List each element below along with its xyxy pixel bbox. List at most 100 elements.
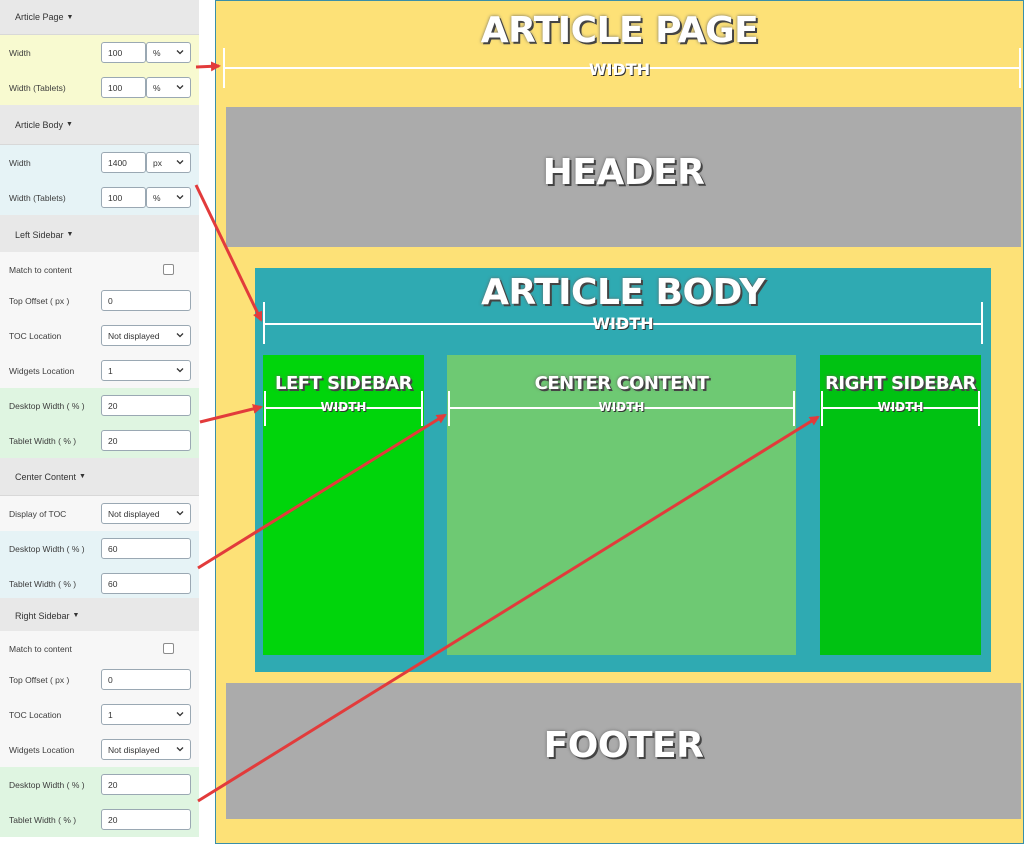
center-content-title: CENTER CONTENT [534,373,709,394]
toc-location-label: TOC Location [9,330,62,341]
right-sidebar-desktop-width-input[interactable]: 20 [101,774,191,795]
width-tick [981,302,983,344]
settings-panel: Article Page ▼ Width 100 % Width (Tablet… [0,0,200,844]
left-sidebar-desktop-width-input[interactable]: 20 [101,395,191,416]
article-page-width-label: WIDTH [588,60,651,79]
section-title: Center Content [15,471,77,482]
setting-row: Tablet Width ( % ) 60 [0,566,199,601]
article-body-title: ARTICLE BODY [481,272,765,313]
chevron-down-icon [176,85,184,90]
left-sidebar-tablet-width-input[interactable]: 20 [101,430,191,451]
select-value: Not displayed [108,508,160,519]
footer-title: FOOTER [543,725,704,766]
left-sidebar-block: LEFT SIDEBAR WIDTH [263,355,424,655]
setting-row: Match to content [0,252,199,287]
chevron-down-icon [176,368,184,373]
article-page-width-input[interactable]: 100 [101,42,146,63]
section-header-right-sidebar[interactable]: Right Sidebar ▼ [0,598,199,634]
setting-row: TOC Location 1 [0,697,199,732]
display-toc-label: Display of TOC [9,508,67,519]
article-page-width-tablets-input[interactable]: 100 [101,77,146,98]
setting-row: Desktop Width ( % ) 20 [0,767,199,802]
left-sidebar-title: LEFT SIDEBAR [274,373,413,394]
tablet-width-label: Tablet Width ( % ) [9,435,77,446]
setting-row: TOC Location Not displayed [0,318,199,353]
tablet-width-label: Tablet Width ( % ) [9,578,77,589]
left-sidebar-widgets-location-select[interactable]: 1 [101,360,191,381]
desktop-width-label: Desktop Width ( % ) [9,779,85,790]
setting-row: Width 1400 px [0,145,199,180]
setting-row: Match to content [0,631,199,666]
section-header-center-content[interactable]: Center Content ▼ [0,458,199,496]
right-sidebar-top-offset-input[interactable]: 0 [101,669,191,690]
right-sidebar-tablet-width-input[interactable]: 20 [101,809,191,830]
toc-location-label: TOC Location [9,709,62,720]
header-title: HEADER [542,152,705,193]
left-sidebar-width-label: WIDTH [320,400,367,414]
width-tick [448,391,450,426]
article-body-width-tablets-unit-select[interactable]: % [146,187,191,208]
article-page-width-tablets-unit-select[interactable]: % [146,77,191,98]
match-to-content-label: Match to content [9,643,72,654]
tablet-width-label: Tablet Width ( % ) [9,814,77,825]
caret-down-icon: ▼ [72,612,80,619]
left-sidebar-toc-location-select[interactable]: Not displayed [101,325,191,346]
article-body-width-unit-select[interactable]: px [146,152,191,173]
header-block: HEADER [226,107,1021,247]
center-content-width-line [449,407,794,409]
chevron-down-icon [176,712,184,717]
chevron-down-icon [176,195,184,200]
caret-down-icon: ▼ [66,13,74,21]
top-offset-label: Top Offset ( px ) [9,295,70,306]
center-tablet-width-input[interactable]: 60 [101,573,191,594]
width-tick [263,302,265,344]
right-sidebar-block: RIGHT SIDEBAR WIDTH [820,355,981,655]
left-sidebar-match-checkbox[interactable] [163,264,174,275]
widgets-location-label: Widgets Location [9,744,75,755]
widgets-location-label: Widgets Location [9,365,75,376]
match-to-content-label: Match to content [9,264,72,275]
chevron-down-icon [176,160,184,165]
section-header-article-page[interactable]: Article Page ▼ [0,0,199,35]
setting-row: Top Offset ( px ) 0 [0,283,199,318]
right-sidebar-widgets-location-select[interactable]: Not displayed [101,739,191,760]
left-sidebar-top-offset-input[interactable]: 0 [101,290,191,311]
layout-diagram: ARTICLE PAGE WIDTH HEADER ARTICLE BODY W… [215,0,1024,844]
caret-down-icon: ▼ [79,473,86,480]
article-page-title: ARTICLE PAGE [480,10,759,51]
section-header-article-body[interactable]: Article Body ▼ [0,105,199,145]
center-content-width-label: WIDTH [598,400,645,414]
right-sidebar-toc-location-select[interactable]: 1 [101,704,191,725]
section-title: Article Page [15,12,64,22]
select-value: % [153,82,161,93]
chevron-down-icon [176,511,184,516]
article-page-width-unit-select[interactable]: % [146,42,191,63]
article-body-width-line [264,323,982,325]
desktop-width-label: Desktop Width ( % ) [9,543,85,554]
setting-row: Widgets Location Not displayed [0,732,199,767]
select-value: % [153,47,161,58]
section-header-left-sidebar[interactable]: Left Sidebar ▼ [0,215,199,255]
select-value: px [153,157,162,168]
article-body-width-tablets-input[interactable]: 100 [101,187,146,208]
article-page-width-line [224,67,1019,69]
select-value: Not displayed [108,330,160,341]
center-content-block: CENTER CONTENT WIDTH [447,355,796,655]
center-display-toc-select[interactable]: Not displayed [101,503,191,524]
width-tick [421,391,423,426]
setting-row: Display of TOC Not displayed [0,496,199,531]
top-offset-label: Top Offset ( px ) [9,674,70,685]
width-tick [793,391,795,426]
right-sidebar-width-line [822,407,979,409]
article-body-width-input[interactable]: 1400 [101,152,146,173]
setting-row: Desktop Width ( % ) 20 [0,388,199,423]
setting-row: Top Offset ( px ) 0 [0,662,199,697]
select-value: Not displayed [108,744,160,755]
setting-row: Widgets Location 1 [0,353,199,388]
left-sidebar-width-line [265,407,422,409]
right-sidebar-match-checkbox[interactable] [163,643,174,654]
center-desktop-width-input[interactable]: 60 [101,538,191,559]
article-body-block: ARTICLE BODY WIDTH LEFT SIDEBAR WIDTH CE… [255,268,991,672]
select-value: % [153,192,161,203]
setting-row: Width 100 % [0,35,199,70]
